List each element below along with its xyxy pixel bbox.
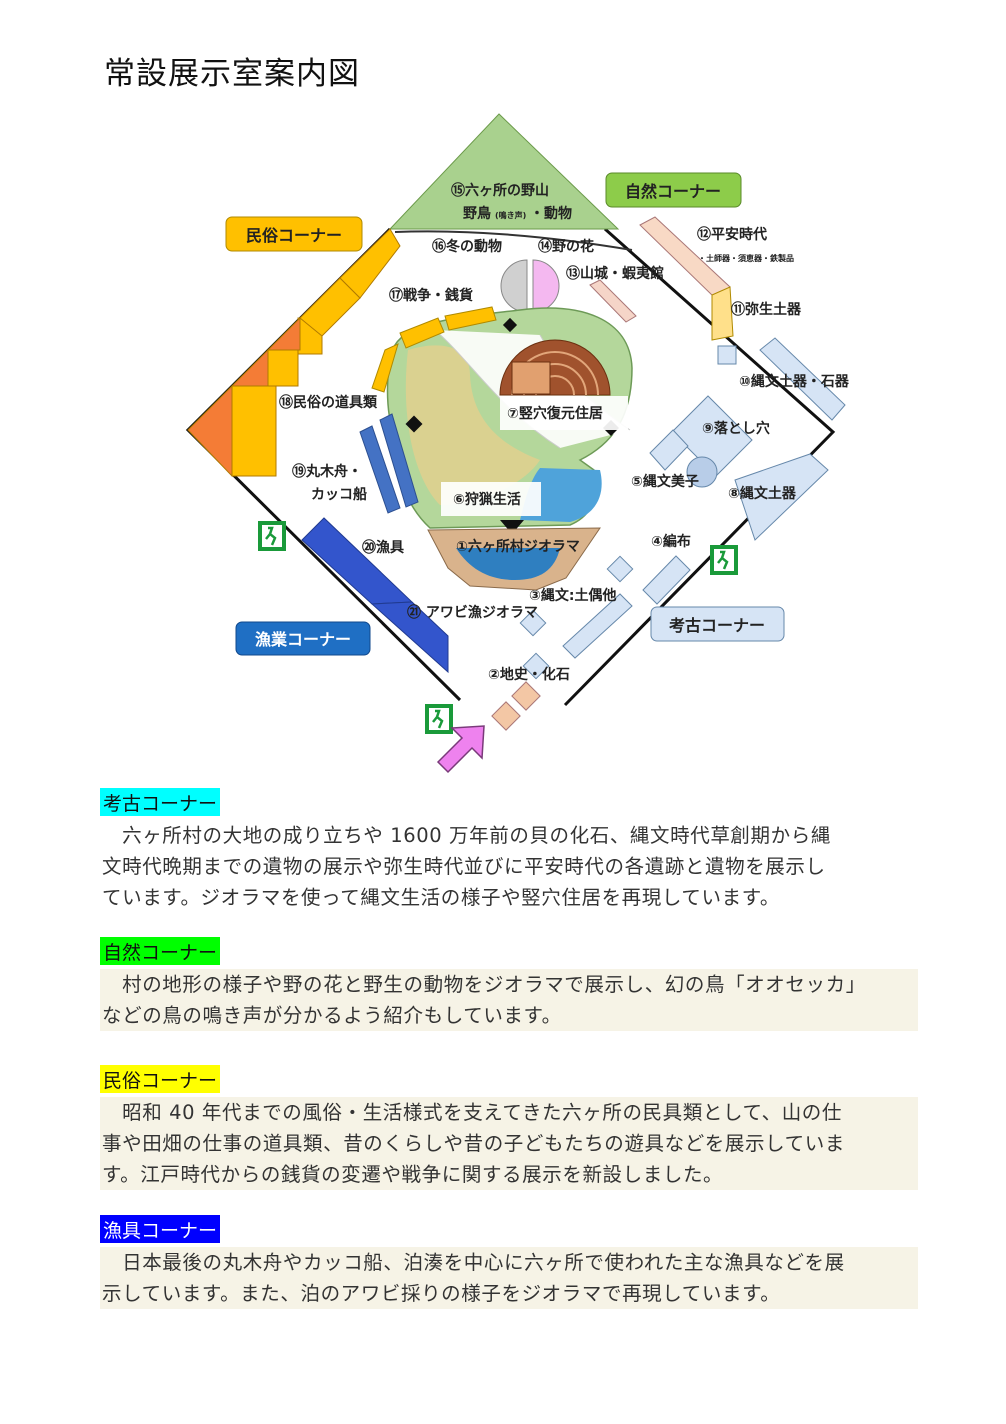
section-body: 村の地形の様子や野の花と野生の動物をジオラマで展示し、幻の鳥「オオセッカ」 など… [100, 969, 918, 1031]
label-e13: ⑬山城・蝦夷館 [566, 265, 664, 282]
label-e11: ⑪弥生土器 [731, 301, 802, 318]
section-body: 六ヶ所村の大地の成り立ちや 1600 万年前の貝の化石、縄文時代草創期から縄 文… [102, 824, 831, 909]
label-e19-b: カッコ船 [311, 486, 367, 503]
svg-text:考古コーナー: 考古コーナー [669, 616, 765, 635]
floor-map: 自然コーナー 民俗コーナー 漁業コーナー 考古コーナー ⑮六ヶ所の野山 野鳥 (… [185, 113, 850, 774]
exit-icon [258, 521, 286, 551]
corner-badge-fishing: 漁業コーナー [235, 621, 371, 656]
label-e6: ⑥狩猟生活 [453, 491, 521, 508]
label-e5: ⑤縄文美子 [631, 473, 699, 490]
label-e19: ⑲丸木舟・ [292, 463, 362, 480]
section-archaeology: 考古コーナー 六ヶ所村の大地の成り立ちや 1600 万年前の貝の化石、縄文時代草… [100, 788, 918, 913]
label-e18: ⑱民俗の道具類 [279, 394, 378, 411]
section-heading: 漁具コーナー [100, 1215, 221, 1243]
label-e15: ⑮六ヶ所の野山 [451, 182, 549, 199]
label-e2: ②地史・化石 [488, 666, 570, 683]
nature-triangle-exhibit [388, 113, 620, 230]
entrance-arrow-icon [436, 725, 485, 774]
section-heading: 自然コーナー [100, 937, 221, 965]
label-e15-sub-a: 野鳥 [463, 205, 491, 222]
label-e4: ④編布 [651, 533, 691, 550]
label-e12-sub: ・土師器・須恵器・鉄製品 [698, 253, 794, 263]
section-body: 日本最後の丸木舟やカッコ船、泊湊を中心に六ヶ所で使われた主な漁具などを展 示して… [100, 1247, 918, 1309]
section-nature: 自然コーナー 村の地形の様子や野の花と野生の動物をジオラマで展示し、幻の鳥「オオ… [100, 937, 918, 1031]
folk-wall-exhibits [187, 228, 401, 478]
exit-icon [710, 545, 738, 575]
label-e9: ⑨落とし穴 [702, 420, 770, 437]
label-e7: ⑦竪穴復元住居 [507, 405, 603, 422]
svg-text:漁業コーナー: 漁業コーナー [255, 630, 351, 649]
label-e10: ⑩縄文土器・石器 [739, 373, 850, 390]
label-e1: ①六ヶ所村ジオラマ [456, 538, 580, 555]
wild-flowers-exhibit [532, 259, 560, 313]
corner-badge-nature: 自然コーナー [605, 172, 742, 208]
label-e14: ⑭野の花 [538, 238, 594, 255]
label-e3: ③縄文:土偶他 [529, 587, 616, 604]
section-heading: 民俗コーナー [100, 1065, 221, 1093]
section-folk: 民俗コーナー 昭和 40 年代までの風俗・生活様式を支えてきた六ヶ所の民具類とし… [100, 1065, 918, 1190]
label-e12: ⑫平安時代 [697, 226, 767, 243]
section-body: 昭和 40 年代までの風俗・生活様式を支えてきた六ヶ所の民具類として、山の仕 事… [100, 1097, 918, 1190]
pit-dwelling-exhibit [499, 339, 611, 396]
label-e20: ⑳漁具 [362, 539, 404, 556]
label-e15-sub-c: ・動物 [530, 205, 572, 222]
label-e21: ㉑ アワビ漁ジオラマ [407, 604, 538, 621]
exit-icon [425, 704, 453, 734]
label-e16: ⑯冬の動物 [432, 238, 502, 255]
corner-badge-folk: 民俗コーナー [225, 216, 363, 252]
winter-animals-exhibit [500, 259, 528, 313]
corner-badge-archaeology: 考古コーナー [650, 606, 785, 642]
section-fishing: 漁具コーナー 日本最後の丸木舟やカッコ船、泊湊を中心に六ヶ所で使われた主な漁具な… [100, 1215, 918, 1309]
page-title: 常設展示室案内図 [104, 56, 360, 92]
section-heading: 考古コーナー [100, 788, 221, 816]
label-e17: ⑰戦争・銭貨 [389, 287, 473, 304]
svg-text:自然コーナー: 自然コーナー [625, 182, 721, 201]
svg-text:民俗コーナー: 民俗コーナー [246, 226, 342, 245]
label-e8: ⑧縄文土器 [728, 485, 797, 502]
label-e15-sub-b: (鳴き声) [495, 210, 526, 220]
